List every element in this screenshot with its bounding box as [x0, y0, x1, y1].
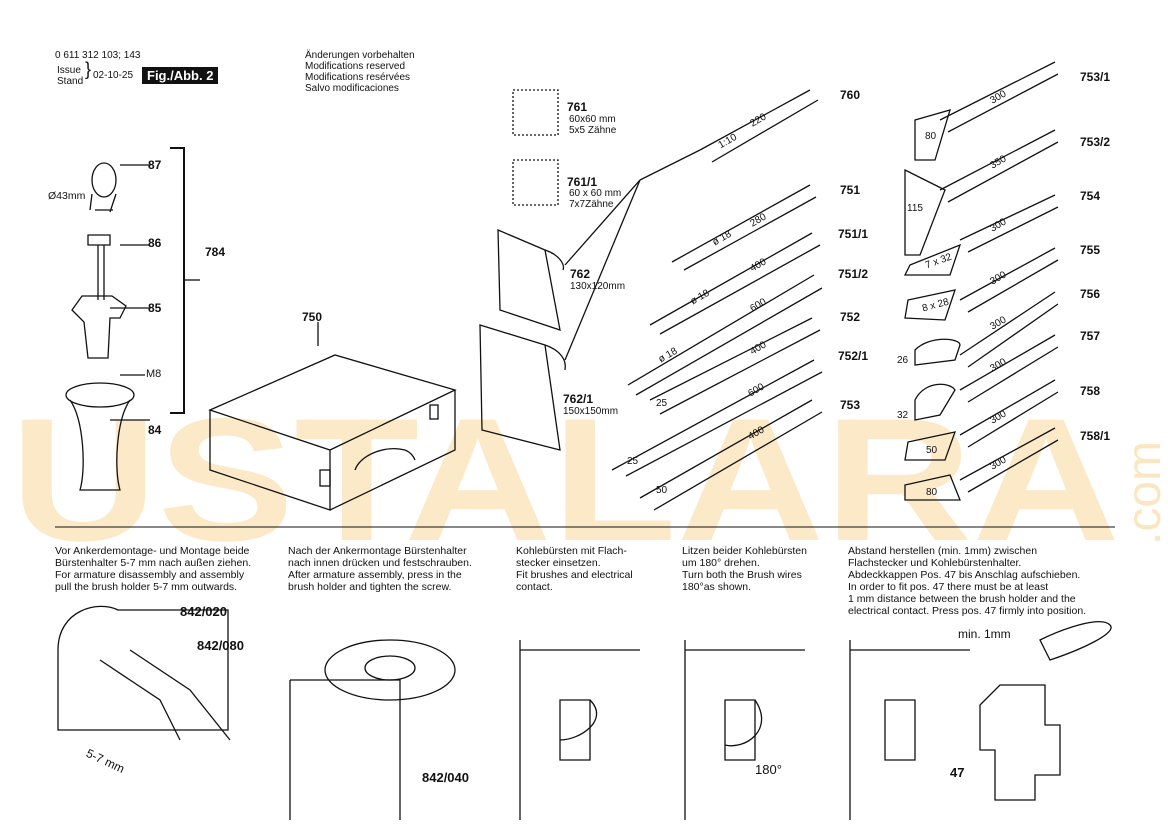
tool-753: 753 — [840, 398, 861, 412]
figure-label: Fig./Abb. 2 — [142, 67, 219, 84]
block-761-1-id: 761/1 — [567, 175, 598, 189]
tool-758-width: 50 — [926, 445, 938, 456]
tool-752-1-width: 25 — [627, 456, 639, 467]
part-84: 84 — [148, 423, 162, 437]
tool-755: 755 — [1080, 243, 1101, 257]
tool-753-1: 753/1 — [1080, 70, 1111, 84]
tool-757: 757 — [1080, 329, 1101, 343]
block-762-id: 762 — [570, 267, 591, 281]
stand-label: Stand — [57, 76, 84, 87]
block-761-1-teeth: 7x7Zähne — [569, 199, 614, 210]
part-86: 86 — [148, 236, 162, 250]
tool-752: 752 — [840, 310, 861, 324]
tool-760: 760 — [840, 88, 861, 102]
callout-min-1mm: min. 1mm — [958, 627, 1011, 641]
tool-754: 754 — [1080, 189, 1101, 203]
callout-842-040: 842/040 — [422, 770, 469, 785]
issue-date: 02-10-25 — [93, 70, 134, 81]
tool-756-width: 26 — [897, 355, 909, 366]
tool-751: 751 — [840, 183, 861, 197]
part-m8: M8 — [146, 368, 162, 380]
part-85: 85 — [148, 301, 162, 315]
block-762-size: 130x120mm — [570, 281, 626, 292]
block-761-id: 761 — [567, 100, 588, 114]
tool-753-width: 50 — [656, 485, 668, 496]
block-761-1-size: 60 x 60 mm — [569, 188, 622, 199]
tool-752-1: 752/1 — [838, 349, 869, 363]
tool-756: 756 — [1080, 287, 1101, 301]
instruction-1: Vor Ankerdemontage- und Montage beide Bü… — [55, 545, 252, 593]
block-762-1-id: 762/1 — [563, 392, 594, 406]
callout-47: 47 — [950, 765, 965, 780]
tool-752-width: 25 — [656, 398, 668, 409]
callout-842-020: 842/020 — [180, 604, 227, 619]
tool-753-2: 753/2 — [1080, 135, 1111, 149]
mods-4: Salvo modificaciones — [305, 83, 399, 94]
instruction-2: Nach der Ankermontage Bürstenhalter nach… — [288, 545, 472, 593]
issue-label: Issue — [57, 65, 81, 76]
ring-diameter: Ø43mm — [48, 190, 86, 202]
block-762-1-size: 150x150mm — [563, 406, 619, 417]
block-761-size: 60x60 mm — [569, 114, 616, 125]
tool-751-1: 751/1 — [838, 227, 869, 241]
mods-2: Modifications reserved — [305, 61, 406, 72]
instruction-3: Kohlebürsten mit Flach- stecker einsetze… — [516, 545, 633, 593]
mods-1: Änderungen vorbehalten — [305, 50, 415, 61]
part-number: 0 611 312 103; 143 — [55, 50, 141, 61]
block-761-teeth: 5x5 Zähne — [569, 125, 617, 136]
instruction-4: Litzen beider Kohlebürsten um 180° drehe… — [682, 545, 807, 593]
tool-758-1-width: 80 — [926, 487, 938, 498]
tool-753-2-width: 115 — [907, 203, 923, 214]
instruction-5: Abstand herstellen (min. 1mm) zwischen F… — [848, 545, 1087, 617]
tool-758-1: 758/1 — [1080, 429, 1111, 443]
part-87: 87 — [148, 158, 162, 172]
tool-753-1-width: 80 — [925, 131, 937, 142]
case-750: 750 — [302, 310, 323, 324]
tool-757-width: 32 — [897, 410, 909, 421]
mods-3: Modifications resérvées — [305, 72, 411, 83]
part-784: 784 — [205, 245, 226, 259]
brace: } — [85, 59, 92, 79]
tool-751-2: 751/2 — [838, 267, 869, 281]
tool-758: 758 — [1080, 384, 1101, 398]
callout-842-080: 842/080 — [197, 638, 244, 653]
callout-180-deg: 180° — [755, 762, 782, 777]
